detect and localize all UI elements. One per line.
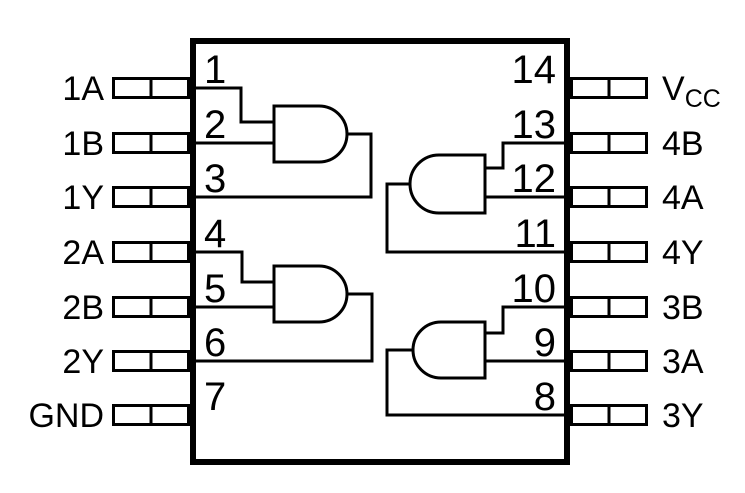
- right-pin-leads: [570, 77, 648, 426]
- pin-label-3A: 3A: [662, 343, 704, 381]
- pin-lead-4A: [570, 186, 648, 208]
- left-pin-labels: 1A 1B 1Y 2A 2B 2Y GND: [28, 70, 104, 435]
- pin-lead-3A: [570, 350, 648, 372]
- pin-lead-3Y: [570, 404, 648, 426]
- trace-pin13-to-gate4: [485, 141, 566, 170]
- pin-label-4Y: 4Y: [662, 234, 704, 272]
- pin-label-4B: 4B: [662, 125, 704, 163]
- pin-label-1Y: 1Y: [62, 179, 104, 217]
- pin-label-2A: 2A: [62, 234, 104, 272]
- pin-number-8: 8: [534, 375, 556, 419]
- left-pin-numbers: 1 2 3 4 5 6 7: [204, 48, 226, 419]
- trace-gate3-to-pin8: [385, 348, 566, 417]
- pin-lead-1A: [112, 77, 190, 99]
- pin-number-1: 1: [204, 48, 226, 92]
- pin-number-10: 10: [512, 267, 557, 311]
- pin-label-4A: 4A: [662, 179, 704, 217]
- right-pin-numbers: 14 13 12 11 10 9 8: [512, 48, 557, 419]
- trace-gate4-to-pin11: [385, 182, 566, 254]
- pin-number-2: 2: [204, 103, 226, 147]
- pin-label-3Y: 3Y: [662, 397, 704, 435]
- trace-pin1-to-gate1: [194, 86, 274, 124]
- trace-pin10-to-gate3: [485, 305, 566, 335]
- pin-number-9: 9: [534, 321, 556, 365]
- pin-lead-2Y: [112, 350, 190, 372]
- and-gate-1-icon: [272, 104, 349, 164]
- pin-label-GND: GND: [28, 397, 104, 435]
- pin-label-VCC: VCC: [662, 70, 721, 113]
- pin-label-2Y: 2Y: [62, 343, 104, 381]
- pin-number-3: 3: [204, 157, 226, 201]
- pin-label-3B: 3B: [662, 289, 704, 327]
- pin-number-14: 14: [512, 48, 557, 92]
- pin-lead-1Y: [112, 186, 190, 208]
- pin-lead-3B: [570, 296, 648, 318]
- ic-body: [190, 38, 570, 465]
- pin-number-6: 6: [204, 321, 226, 365]
- pin-lead-VCC: [570, 77, 648, 99]
- pin-number-5: 5: [204, 267, 226, 311]
- and-gate-2-icon: [272, 264, 349, 324]
- and-gate-4-icon: [408, 153, 487, 215]
- and-gates: [272, 104, 487, 380]
- trace-gate1-to-pin3: [194, 132, 373, 199]
- pin-number-11: 11: [514, 212, 556, 256]
- pin-number-12: 12: [512, 157, 557, 201]
- pin-lead-GND: [112, 404, 190, 426]
- left-pin-leads: [112, 77, 190, 426]
- internal-traces: [194, 86, 566, 417]
- pin-lead-2B: [112, 296, 190, 318]
- pin-lead-4Y: [570, 241, 648, 263]
- and-gate-3-icon: [411, 320, 487, 380]
- right-pin-labels: VCC 4B 4A 4Y 3B 3A 3Y: [662, 70, 721, 435]
- pin-number-13: 13: [512, 103, 557, 147]
- pin-number-4: 4: [204, 212, 226, 256]
- pin-label-1A: 1A: [62, 70, 104, 108]
- pin-label-1B: 1B: [62, 125, 104, 163]
- trace-gate2-to-pin6: [194, 292, 374, 363]
- trace-pin4-to-gate2: [194, 250, 274, 284]
- pin-lead-2A: [112, 241, 190, 263]
- pin-number-7: 7: [204, 375, 226, 419]
- pin-lead-4B: [570, 132, 648, 154]
- pin-label-2B: 2B: [62, 289, 104, 327]
- pin-lead-1B: [112, 132, 190, 154]
